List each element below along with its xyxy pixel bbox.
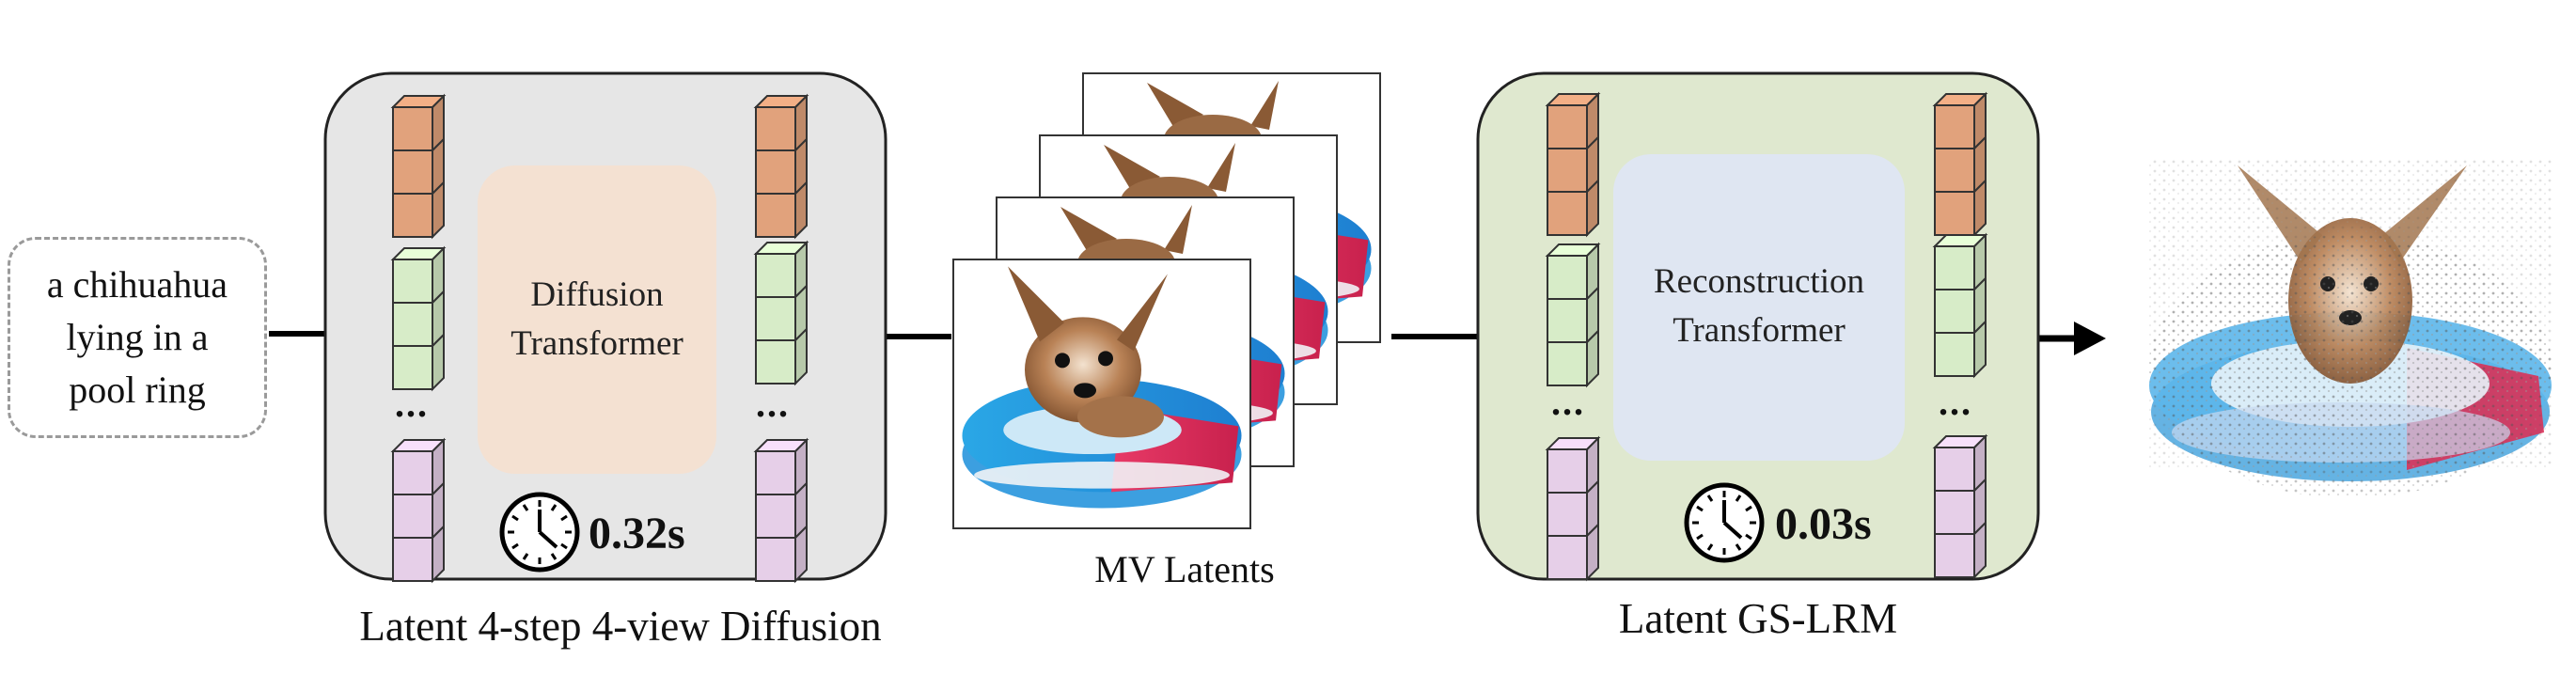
- prompt-line-3: pool ring: [69, 369, 206, 411]
- reconstruction-transformer-line-2: Transformer: [1673, 311, 1846, 350]
- latent-token-stack: [753, 240, 809, 386]
- latent-token-stack: [753, 93, 809, 240]
- latent-token-stack: [1932, 232, 1988, 379]
- latent-token-stack: [1545, 91, 1601, 238]
- clock-icon: [1684, 482, 1765, 563]
- lrm-time: 0.03s: [1775, 499, 1872, 549]
- lrm-caption: Latent GS-LRM: [1618, 595, 1898, 642]
- diffusion-transformer-label: Diffusion Transformer: [478, 271, 716, 369]
- latent-token-stack: [390, 437, 447, 584]
- dog-pool-ring-image: [952, 259, 1251, 529]
- reconstruction-transformer-block: [1613, 154, 1905, 461]
- gaussian-splat-output: [2149, 160, 2552, 498]
- mv-latent-stack: [952, 72, 1381, 529]
- latent-token-stack: [1545, 435, 1601, 582]
- latent-token-stack: [390, 245, 447, 392]
- token-ellipsis: ...: [1939, 381, 1972, 423]
- arrow-right-icon: [2038, 322, 2106, 355]
- diffusion-transformer-line-1: Diffusion: [530, 275, 664, 314]
- reconstruction-transformer-line-1: Reconstruction: [1653, 262, 1864, 301]
- latent-token-stack: [1932, 91, 1988, 238]
- latent-token-stack: [753, 437, 809, 584]
- token-ellipsis: ...: [395, 383, 429, 425]
- diffusion-transformer-block: [478, 165, 716, 474]
- text-prompt-box: a chihuahua lying in a pool ring: [8, 237, 267, 438]
- reconstruction-transformer-label: Reconstruction Transformer: [1613, 258, 1905, 355]
- diffusion-transformer-line-2: Transformer: [510, 324, 683, 363]
- token-ellipsis: ...: [756, 383, 790, 425]
- latent-token-stack: [1932, 433, 1988, 580]
- prompt-line-1: a chihuahua: [46, 263, 228, 306]
- latent-token-stack: [1545, 242, 1601, 388]
- diffusion-time: 0.32s: [589, 509, 685, 558]
- diffusion-caption: Latent 4-step 4-view Diffusion: [359, 603, 882, 650]
- token-ellipsis: ...: [1551, 381, 1585, 423]
- clock-icon: [499, 492, 580, 573]
- mv-latents-caption: MV Latents: [1094, 548, 1275, 590]
- latent-token-stack: [390, 93, 447, 240]
- prompt-line-2: lying in a: [66, 316, 209, 358]
